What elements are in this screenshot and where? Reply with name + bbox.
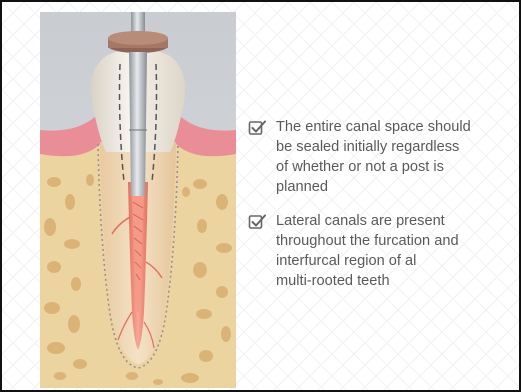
- bullet-item: Lateral canals are present throughout th…: [248, 211, 508, 291]
- checkbox-checked-icon: [248, 213, 268, 231]
- bullet-text: Lateral canals are present throughout th…: [276, 211, 459, 291]
- checkbox-checked-icon: [248, 119, 268, 137]
- bullet-list: The entire canal space should be sealed …: [248, 117, 508, 305]
- tooth-illustration: [40, 12, 236, 388]
- bullet-item: The entire canal space should be sealed …: [248, 117, 508, 197]
- bullet-text: The entire canal space should be sealed …: [276, 117, 471, 197]
